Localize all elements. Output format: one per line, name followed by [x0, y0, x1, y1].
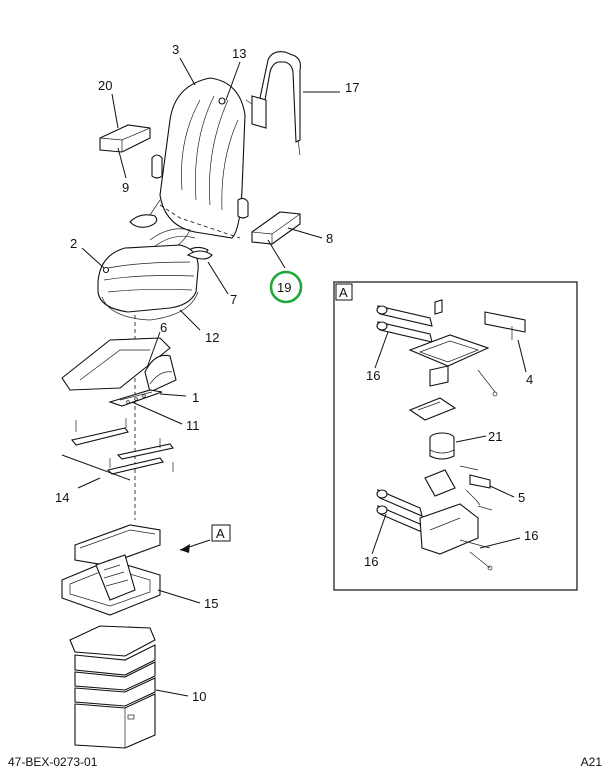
- back-hardware: [129, 204, 241, 256]
- callout-15: 15: [204, 596, 218, 611]
- seat-cushion: [97, 244, 213, 321]
- armrest-left: [99, 124, 151, 153]
- callout-13: 13: [232, 46, 246, 61]
- callout-6: 6: [160, 320, 167, 335]
- callout-19-highlight: 19: [269, 270, 303, 304]
- callout-9: 9: [122, 180, 129, 195]
- callout-2: 2: [70, 236, 77, 251]
- detail-frame: [333, 281, 578, 591]
- seat-pan-slide: [61, 337, 177, 393]
- leader-lines: [77, 57, 340, 697]
- callout-14: 14: [55, 490, 69, 505]
- view-reference-label: A: [216, 526, 225, 541]
- bellows-cover: [69, 625, 156, 749]
- callout-19: 19: [277, 280, 291, 295]
- callout-12: 12: [205, 330, 219, 345]
- headrest-frame: [245, 51, 301, 156]
- callout-5: 5: [518, 490, 525, 505]
- callout-3: 3: [172, 42, 179, 57]
- callout-16-right: 16: [524, 528, 538, 543]
- callout-21: 21: [488, 429, 502, 444]
- callout-labels: 3 13 17 20 9 8 2 7 12 6 1 11 14 15 10: [55, 42, 359, 704]
- view-reference-a: A: [211, 524, 231, 542]
- slide-rail: [108, 389, 163, 407]
- armrest-right: [251, 211, 301, 245]
- highlight-circle: [269, 270, 303, 304]
- callout-11: 11: [186, 418, 200, 433]
- callout-20: 20: [98, 78, 112, 93]
- callout-4: 4: [526, 372, 533, 387]
- page-number: A21: [580, 755, 602, 769]
- detail-view-label: A: [339, 285, 348, 300]
- callout-7: 7: [230, 292, 237, 307]
- callout-16-bottom: 16: [364, 554, 378, 569]
- seat-back: [149, 77, 249, 239]
- callout-1: 1: [192, 390, 199, 405]
- rail-set: [61, 418, 174, 481]
- document-id: 47-BEX-0273-01: [8, 755, 98, 769]
- callout-10: 10: [192, 689, 206, 704]
- detail-view-a: A: [333, 281, 578, 591]
- callout-17: 17: [345, 80, 359, 95]
- callout-8: 8: [326, 231, 333, 246]
- callout-16-top: 16: [366, 368, 380, 383]
- suspension-base: [61, 524, 161, 616]
